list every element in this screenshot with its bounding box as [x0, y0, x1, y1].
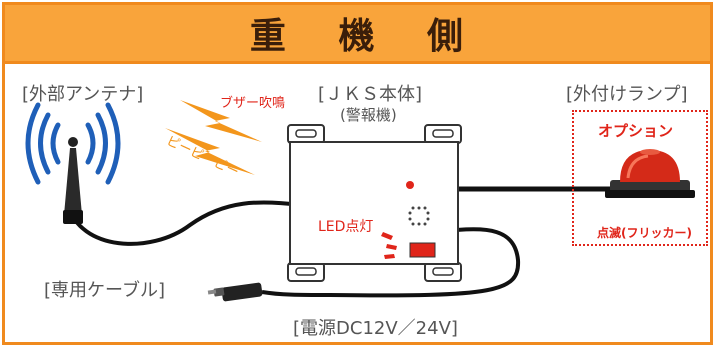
header-banner: 重 機 側 — [2, 2, 713, 64]
antenna-label: [外部アンテナ] — [22, 84, 144, 105]
external-lamp-label: [外付けランプ] — [566, 84, 688, 105]
buzzer-icon — [165, 100, 262, 175]
buzzer-label: ブザー吹鳴 — [220, 96, 286, 111]
power-cable — [261, 227, 521, 298]
option-label: オプション — [598, 122, 674, 140]
header-title: 重 機 側 — [232, 7, 483, 59]
led-label: LED点灯 — [318, 219, 374, 235]
option-box — [572, 110, 708, 246]
power-label: [電源DC12V／24V] — [293, 318, 458, 339]
main-unit-label: [ＪＫＳ本体] — [318, 84, 423, 105]
main-unit-sub-label: (警報機) — [340, 106, 397, 124]
header-char-3: 側 — [427, 16, 466, 57]
cable-label: [専用ケーブル] — [44, 280, 165, 301]
header-char-1: 重 — [249, 16, 288, 57]
wave-icon — [25, 102, 121, 185]
antenna-icon — [63, 137, 83, 224]
antenna-cable — [66, 200, 301, 246]
main-unit-icon — [287, 124, 462, 282]
header-char-2: 機 — [338, 16, 377, 57]
power-plug-icon — [207, 282, 263, 302]
flicker-label: 点滅(フリッカー) — [597, 226, 692, 240]
rotating-lamp-icon — [605, 149, 695, 198]
